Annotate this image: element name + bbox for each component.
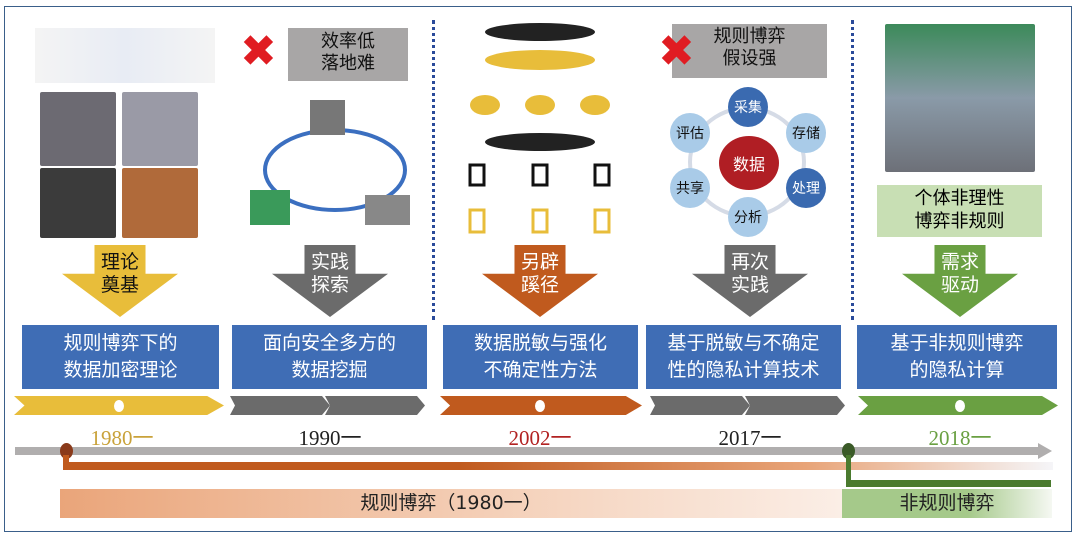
timeline-chevron: [650, 396, 750, 415]
bank-icon: [250, 190, 290, 225]
year-label: 2018一: [928, 426, 992, 450]
phase-box: 规则博弈下的 数据加密理论: [22, 325, 219, 389]
building-icon: [310, 100, 345, 135]
timeline-axis: [15, 447, 1040, 455]
cycle-node: 采集: [728, 87, 768, 127]
traffic-photo: [885, 24, 1035, 172]
phase-arrow-label: 实践 探索: [310, 251, 349, 296]
era-divider: [851, 20, 854, 320]
problem-box: 规则博弈 假设强: [672, 24, 827, 78]
nonrule-connector: [846, 455, 851, 485]
year-label: 1990一: [298, 426, 362, 450]
cross-icon: ✖: [658, 26, 695, 77]
timeline-arrowhead: [1038, 443, 1052, 459]
nonrule-bar: [846, 480, 1051, 487]
timeline-chevron: [325, 396, 425, 415]
cycle-node: 处理: [786, 168, 826, 208]
cycle-node: 共享: [670, 168, 710, 208]
timeline-chevron: [745, 396, 845, 415]
phase-arrow-label: 另辟 蹊径: [520, 251, 559, 296]
portrait-photo: [40, 168, 116, 238]
phase-arrow-label: 理论 奠基: [100, 251, 139, 296]
portrait-photo: [40, 92, 116, 166]
problem-box: 效率低 落地难: [288, 28, 408, 81]
year-label: 1980一: [90, 426, 154, 450]
data-desensitization-illustration: [468, 23, 611, 234]
year-label: 2002一: [508, 426, 572, 450]
network-diagram-image: [35, 28, 215, 83]
rule-bar: [63, 462, 1053, 470]
factory-icon: [365, 195, 410, 225]
era-divider: [432, 20, 435, 320]
nonrule-game-band: 非规则博弈: [842, 489, 1052, 518]
phase-box: 基于非规则博弈 的隐私计算: [857, 325, 1057, 389]
timeline-dot: [955, 400, 965, 412]
cycle-node: 分析: [728, 197, 768, 237]
cycle-center: 数据: [719, 136, 779, 190]
timeline-dot: [114, 400, 124, 412]
secure-multiparty-illustration: [250, 100, 410, 225]
rule-game-band: 规则博弈（1980一）: [60, 489, 842, 518]
note-box: 个体非理性 博弈非规则: [877, 185, 1042, 237]
portrait-photo: [122, 92, 198, 166]
timeline-dot: [535, 400, 545, 412]
cycle-node: 评估: [670, 113, 710, 153]
phase-arrow-label: 再次 实践: [730, 251, 769, 296]
phase-arrow-label: 需求 驱动: [940, 251, 979, 296]
phase-box: 面向安全多方的 数据挖掘: [232, 325, 427, 389]
cross-icon: ✖: [240, 26, 277, 77]
portrait-photo: [122, 168, 198, 238]
nonrule-marker: [842, 443, 855, 459]
timeline-chevron: [230, 396, 330, 415]
phase-box: 基于脱敏与不确定 性的隐私计算技术: [646, 325, 841, 389]
cycle-node: 存储: [786, 113, 826, 153]
year-label: 2017一: [718, 426, 782, 450]
phase-box: 数据脱敏与强化 不确定性方法: [443, 325, 638, 389]
diagram-frame: [4, 6, 1072, 532]
